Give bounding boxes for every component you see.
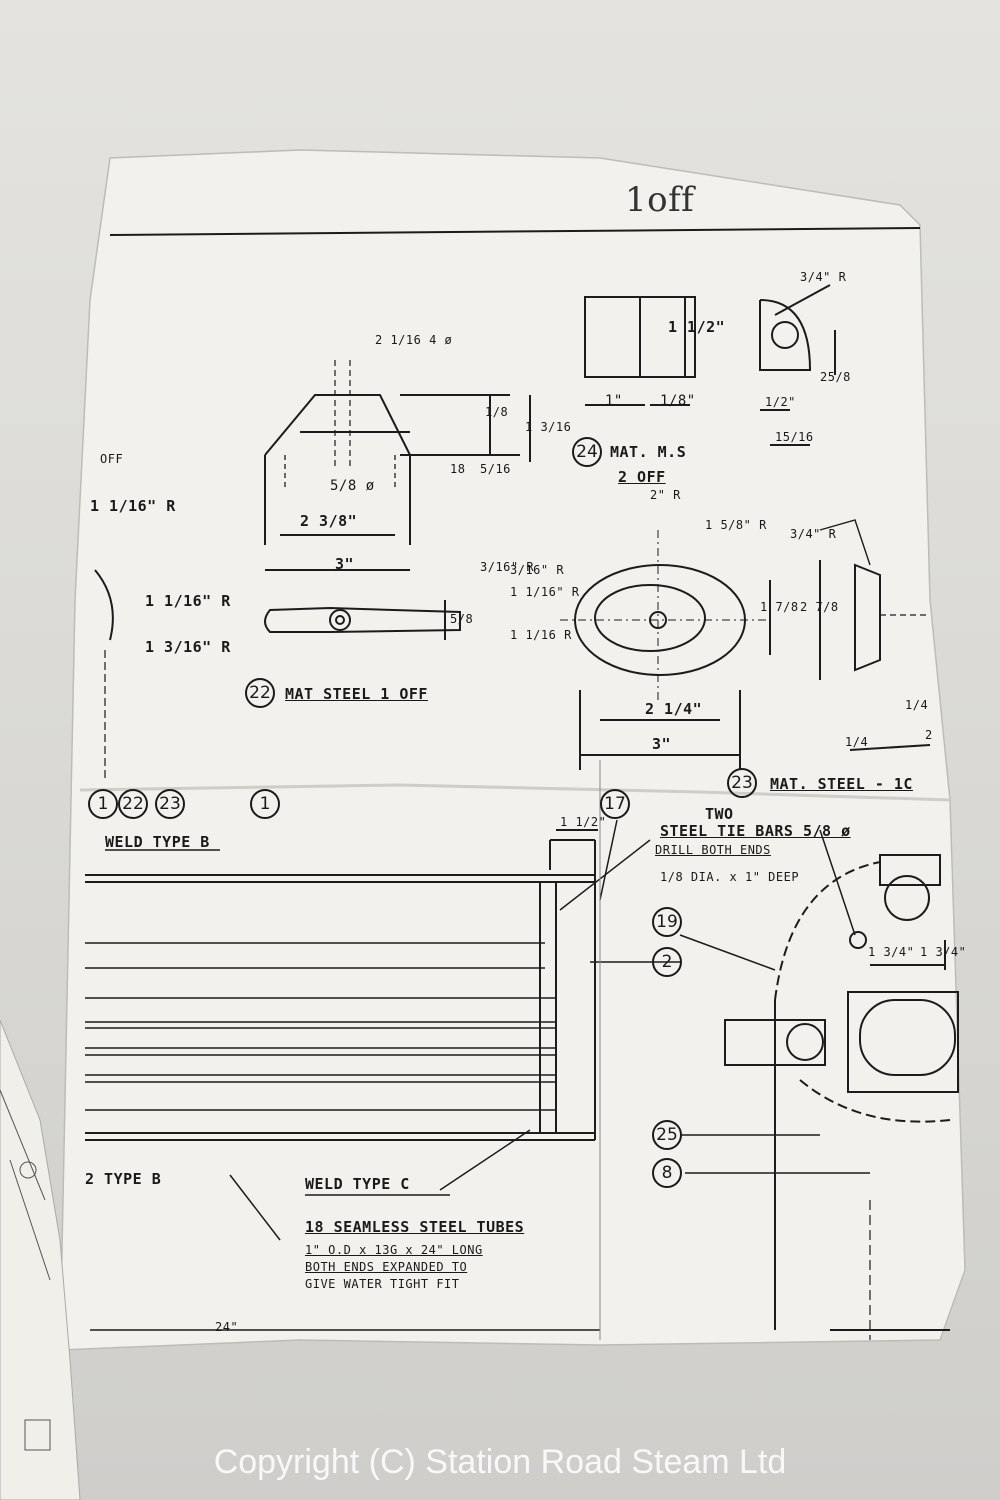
part22-dim-b: 18 <box>450 462 466 476</box>
part23-dim-outer-h: 2 7/8 <box>800 600 839 614</box>
left-fragment-arcs <box>94 569 114 780</box>
part24-qty-note: 2 OFF <box>618 468 666 486</box>
part22-plan-view <box>264 600 461 640</box>
left-fragment-r1: 1 1/16" R <box>90 497 176 515</box>
tie-bars-line1: TWO <box>705 805 734 823</box>
part24-dim-side: 25/8 <box>820 370 851 384</box>
left-fragment-r3: 1 3/16" R <box>145 638 231 656</box>
balloon-23-assembly: 23 <box>155 789 185 819</box>
part22-dim-radius: 3/16" R <box>480 560 535 574</box>
balloon-2: 2 <box>652 947 682 977</box>
part23-dim-r34: 3/4" R <box>790 527 837 541</box>
balloon-19: 19 <box>652 907 682 937</box>
part22-dim-c: 5/16 <box>480 462 511 476</box>
tubes-note-line3: BOTH ENDS EXPANDED TO <box>305 1260 468 1274</box>
balloon-1: 1 <box>250 789 280 819</box>
part24-dim-width: 1" <box>605 393 623 409</box>
part24-dim-thk: 1/8" <box>660 393 696 409</box>
title-border-line <box>109 227 921 236</box>
part23-dim-r158: 1 5/8" R <box>705 518 767 532</box>
tubes-note-line1: 18 SEAMLESS STEEL TUBES <box>305 1218 525 1236</box>
tie-bars-line3: DRILL BOTH ENDS <box>655 843 771 857</box>
tie-bars-line2: STEEL TIE BARS 5/8 ø <box>660 822 851 840</box>
overall-length-dim: 24" <box>215 1320 239 1334</box>
part23-dim-inner-w: 2 1/4" <box>645 700 703 718</box>
part23-views <box>560 519 931 770</box>
weld-type-c-label: WELD TYPE C <box>305 1175 410 1193</box>
part24-dim-height: 1 1/2" <box>668 318 726 336</box>
part24-views <box>584 284 836 446</box>
part22-dim-thk: 5/8 <box>450 612 474 626</box>
handwritten-quantity: 1off <box>625 180 695 220</box>
flange-dim: 1 1/2" <box>560 815 607 829</box>
part23-dim-q1: 1/4 <box>905 698 929 712</box>
copyright-watermark: Copyright (C) Station Road Steam Ltd <box>213 1443 787 1481</box>
part24-dim-base: 15/16 <box>775 430 814 444</box>
part23-material-note: MAT. STEEL - 1C <box>770 775 913 793</box>
leader-lines <box>105 819 870 1241</box>
part22-dim-a: 1/8 <box>485 405 509 419</box>
part23-dim-q2: 1/4 <box>845 735 869 749</box>
part23-dim-r1116-b: 1 1/16 R <box>510 628 572 642</box>
part24-dim-radius: 3/4" R <box>800 270 847 284</box>
part23-dim-inner-h: 1 7/8 <box>760 600 799 614</box>
part23-dim-two: 2 <box>925 728 933 742</box>
balloon-22: 22 <box>245 678 275 708</box>
part24-dim-half: 1/2" <box>765 395 796 409</box>
smokebox-dim-b: 1 3/4" <box>920 945 967 959</box>
part23-dim-r316: 3/16" R <box>510 563 565 577</box>
part22-dim-hole: 2 1/16 4 ø <box>375 333 453 347</box>
weld-type-b-label: WELD TYPE B <box>105 833 210 851</box>
tubes-note-line2: 1" O.D x 13G x 24" LONG <box>305 1243 483 1257</box>
balloon-8: 8 <box>652 1158 682 1188</box>
left-fragment-r2: 1 1/16" R <box>145 592 231 610</box>
part22-dim-inner-width: 2 3/8" <box>300 512 358 530</box>
paper <box>59 149 966 1351</box>
balloon-22-assembly: 22 <box>118 789 148 819</box>
boiler-section <box>85 829 598 1141</box>
balloon-17: 17 <box>600 789 630 819</box>
part23-dim-outer-w: 3" <box>652 735 672 753</box>
tie-bars-line4: 1/8 DIA. x 1" DEEP <box>660 870 800 884</box>
balloon-23: 23 <box>727 768 757 798</box>
curled-paper-lines <box>0 1089 51 1451</box>
balloon-25: 25 <box>652 1120 682 1150</box>
smokebox-view <box>724 854 959 1340</box>
tubes-note-line4: GIVE WATER TIGHT FIT <box>305 1277 460 1291</box>
part23-dim-r2: 2" R <box>650 488 681 502</box>
part22-dim-width: 3" <box>335 555 355 573</box>
part24-material-note: MAT. M.S <box>610 443 687 461</box>
left-fragment-off: OFF <box>100 452 124 466</box>
left-fragment-weld: 2 TYPE B <box>85 1170 162 1188</box>
fold-line <box>79 783 951 802</box>
balloon-1-left: 1 <box>88 789 118 819</box>
part22-dim-height: 1 3/16 <box>525 420 572 434</box>
part22-dim-bore: 5/8 ø <box>330 478 375 494</box>
part22-front-view <box>264 360 531 571</box>
smokebox-dim-a: 1 3/4" <box>868 945 915 959</box>
part23-dim-r1116-a: 1 1/16" R <box>510 585 580 599</box>
part22-material-note: MAT STEEL 1 OFF <box>285 685 428 703</box>
balloon-24: 24 <box>572 437 602 467</box>
